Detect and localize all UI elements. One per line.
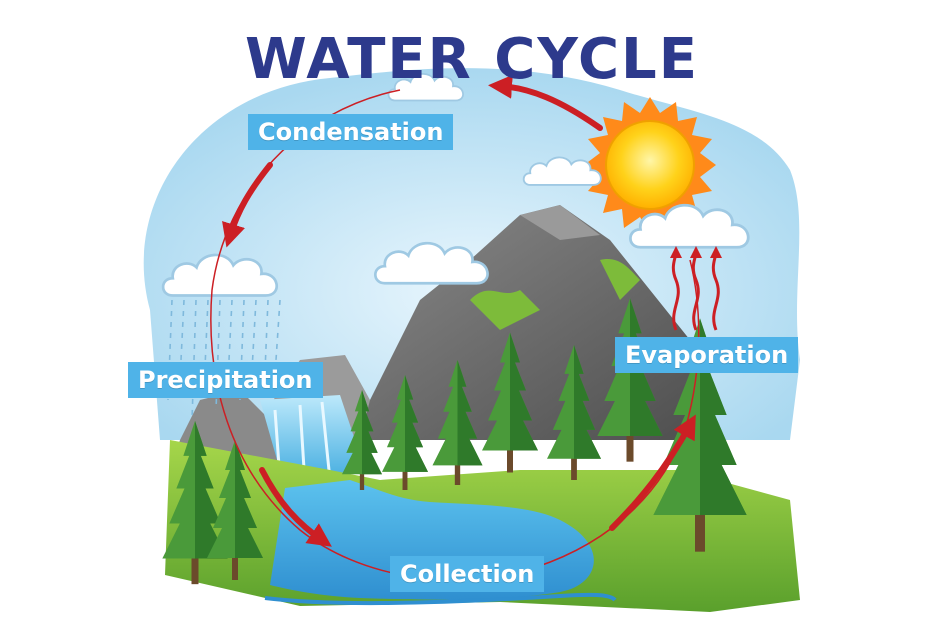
heat-wave-icon (669, 246, 722, 331)
label-precipitation: Precipitation (128, 362, 323, 398)
label-collection: Collection (390, 556, 545, 592)
label-condensation: Condensation (248, 114, 454, 150)
label-evaporation: Evaporation (615, 337, 799, 373)
page-title: WATER CYCLE (245, 27, 699, 92)
sun-icon (584, 97, 716, 233)
cycle-arrows (222, 74, 696, 547)
